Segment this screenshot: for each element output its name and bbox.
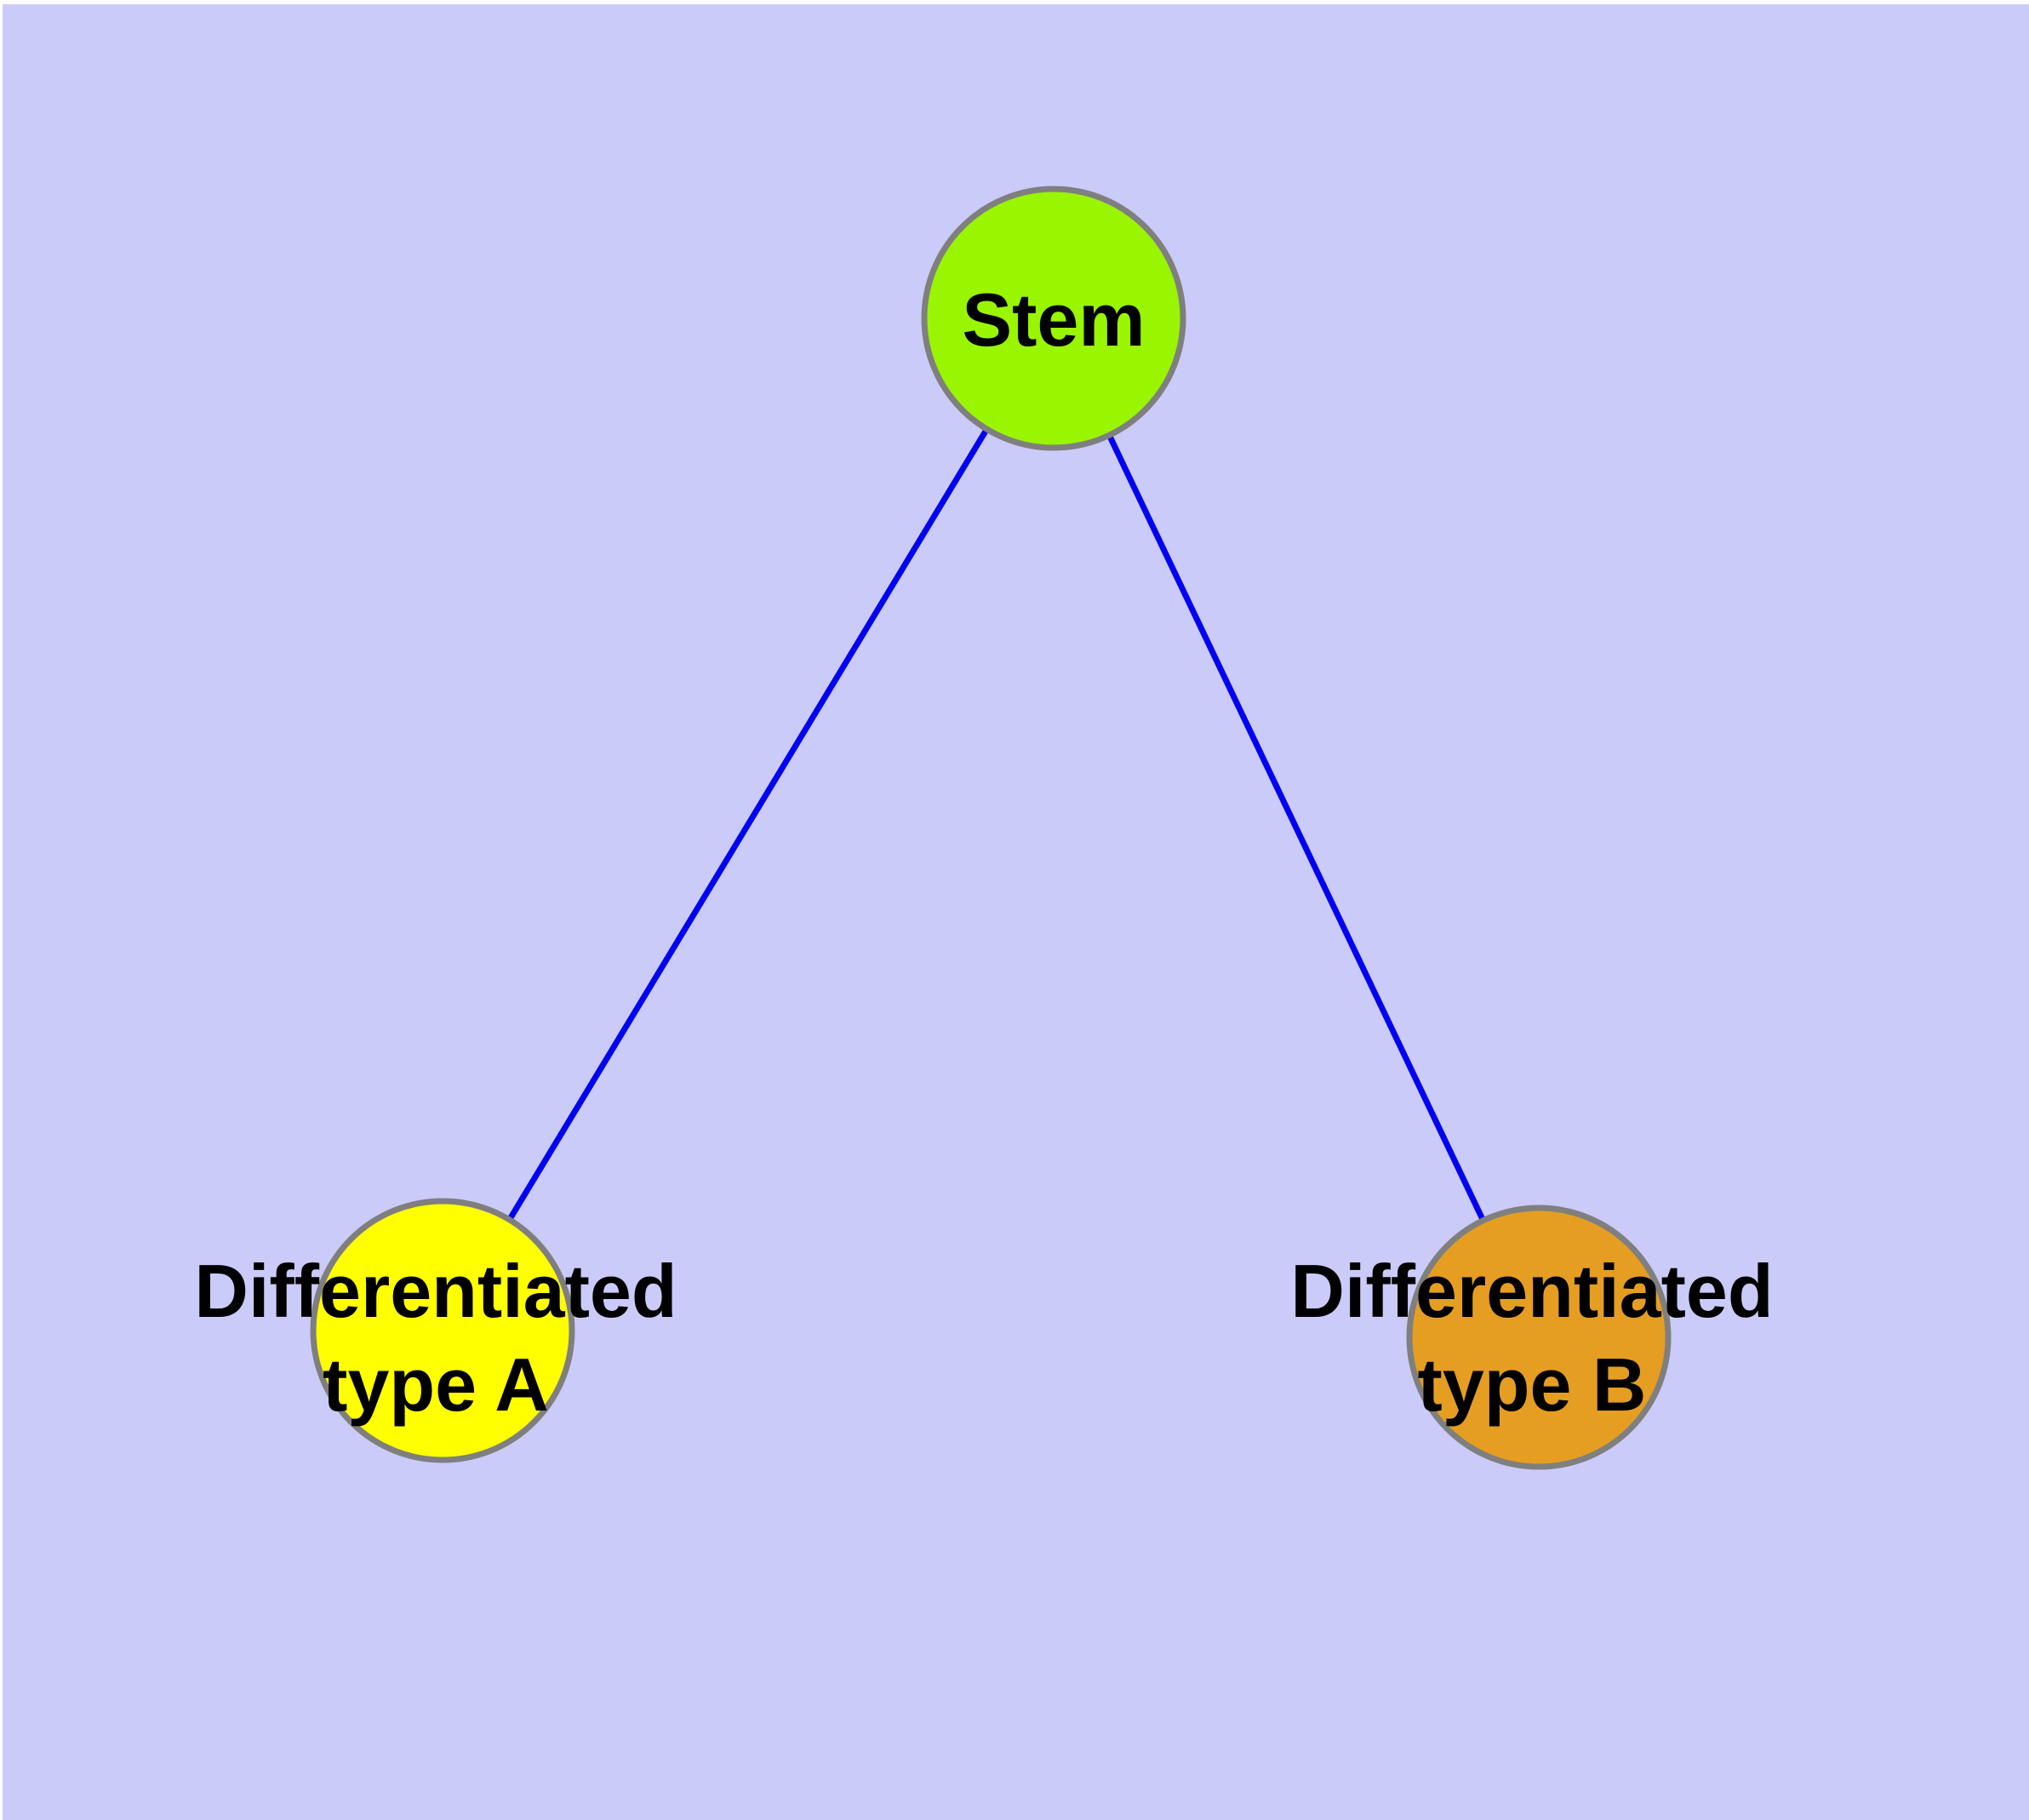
node-type-a-label-line1: Differentiated	[194, 1249, 677, 1333]
node-stem-label: Stem	[962, 278, 1145, 362]
node-type-b-circle	[1406, 1205, 1672, 1470]
node-type-b-label-line1: Differentiated	[1290, 1249, 1773, 1333]
node-stem-circle	[921, 186, 1186, 451]
node-type-a-label-line2: type A	[323, 1342, 549, 1427]
node-type-b-label-line2: type B	[1418, 1342, 1647, 1427]
edge-stem-to-type-b	[1050, 315, 1542, 1341]
node-type-a-circle	[310, 1198, 575, 1463]
edge-stem-to-type-a	[439, 315, 1057, 1334]
